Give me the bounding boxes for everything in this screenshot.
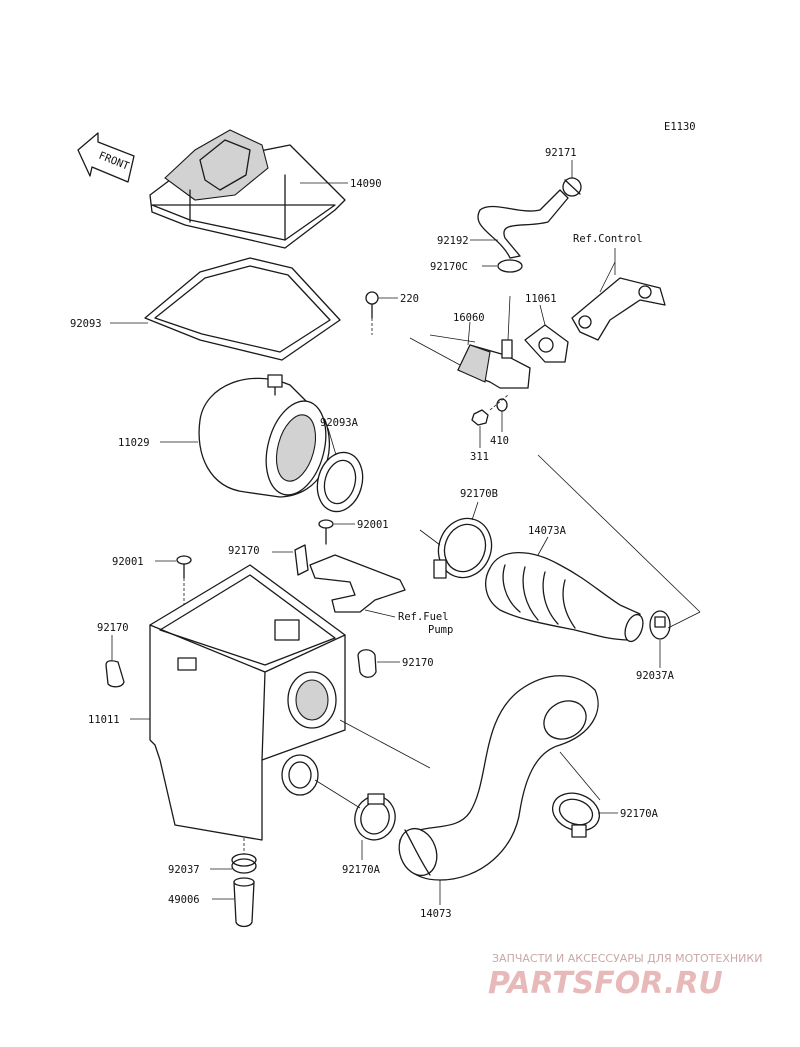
clamp-92170B xyxy=(433,517,493,579)
label-92170A-left: 92170A xyxy=(342,864,381,876)
label-49006: 49006 xyxy=(168,894,200,906)
diagram-code: E1130 xyxy=(664,121,696,133)
clamp-92037A xyxy=(649,610,671,640)
clamp-92171 xyxy=(562,177,582,197)
label-11061: 11061 xyxy=(525,293,557,305)
watermark-tagline: ЗАПЧАСТИ И АКСЕССУАРЫ ДЛЯ МОТОТЕХНИКИ xyxy=(492,952,762,965)
label-ref-control: Ref.Control xyxy=(573,233,643,245)
label-92171: 92171 xyxy=(545,147,577,159)
clamp-92170A-right xyxy=(551,792,601,838)
clip-92170-right xyxy=(357,649,377,678)
front-arrow-icon: FRONT xyxy=(77,132,135,183)
clamp-92170A-left xyxy=(354,793,396,841)
label-11011: 11011 xyxy=(88,714,120,726)
label-410: 410 xyxy=(490,435,509,447)
label-92192: 92192 xyxy=(437,235,469,247)
nut-311 xyxy=(471,409,489,426)
label-92093A: 92093A xyxy=(320,417,359,429)
label-92001-left: 92001 xyxy=(112,556,144,568)
label-14090: 14090 xyxy=(350,178,382,190)
label-92170-right: 92170 xyxy=(402,657,434,669)
label-14073: 14073 xyxy=(420,908,452,920)
label-14073A: 14073A xyxy=(528,525,567,537)
bolt-92001-upper xyxy=(318,519,334,545)
label-92170-left: 92170 xyxy=(97,622,129,634)
gasket-11061 xyxy=(524,324,569,363)
clip-92170-top xyxy=(294,544,309,576)
label-92170A-right: 92170A xyxy=(620,808,659,820)
screw-220 xyxy=(365,291,379,319)
label-92093: 92093 xyxy=(70,318,102,330)
air-cleaner-cover-14090 xyxy=(149,129,346,249)
label-ref-fuel-pump: Pump xyxy=(428,624,453,636)
label-ref-fuel: Ref.Fuel xyxy=(398,611,449,623)
clip-92170-left xyxy=(105,660,125,688)
gasket-92093 xyxy=(144,257,341,361)
fuel-pump-bracket-ref xyxy=(309,554,406,613)
label-311: 311 xyxy=(470,451,489,463)
clamp-92037 xyxy=(231,853,257,874)
label-16060: 16060 xyxy=(453,312,485,324)
intake-boot-14073A xyxy=(485,551,644,643)
air-box-housing-11011 xyxy=(149,564,346,841)
label-92037: 92037 xyxy=(168,864,200,876)
seal-ring-92093A xyxy=(316,451,364,513)
watermark-brand: PARTSFOR.RU xyxy=(488,966,723,1001)
clamp-92170C xyxy=(497,259,523,273)
label-92170-top: 92170 xyxy=(228,545,260,557)
washer-410 xyxy=(496,398,508,412)
label-220: 220 xyxy=(400,293,419,305)
label-11029: 11029 xyxy=(118,437,150,449)
breather-housing-16060 xyxy=(457,339,531,389)
breather-hose-92192 xyxy=(477,189,569,259)
label-92170C: 92170C xyxy=(430,261,468,273)
intake-duct-14073 xyxy=(398,675,599,881)
air-filter-element-11029 xyxy=(198,374,331,498)
bolt-92001-left xyxy=(176,555,192,579)
control-bracket-ref xyxy=(571,277,666,341)
label-92001-upper: 92001 xyxy=(357,519,389,531)
label-92037A: 92037A xyxy=(636,670,675,682)
drain-tube-49006 xyxy=(233,877,255,928)
label-92170B: 92170B xyxy=(460,488,498,500)
